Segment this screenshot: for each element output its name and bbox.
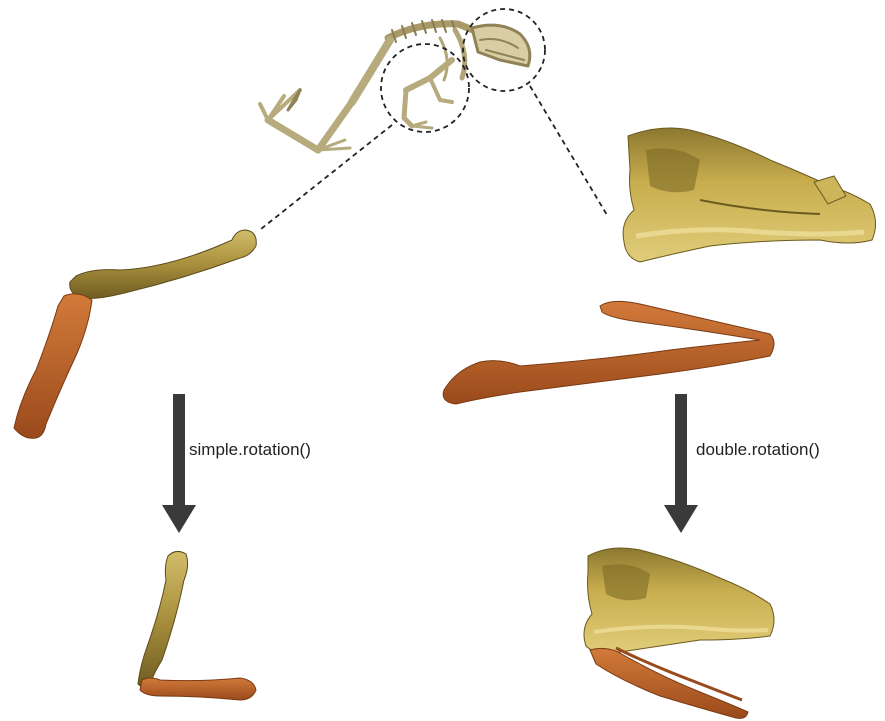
double-rotation-label: double.rotation(): [696, 440, 820, 460]
skeleton-illustration: [260, 20, 530, 150]
elbow-highlight-circle: [381, 44, 469, 132]
simple-rotation-label: simple.rotation(): [189, 440, 311, 460]
arm-before-rotation: [14, 230, 256, 438]
down-arrow-icon: [162, 394, 196, 533]
connector-lines: [261, 86, 607, 229]
connector-line-right: [530, 86, 607, 215]
mandible-before-rotation: [443, 301, 774, 404]
skull-before-rotation: [623, 128, 875, 262]
skull-after-rotation: [584, 548, 774, 718]
arm-after-rotation: [138, 551, 256, 700]
down-arrow-icon: [664, 394, 698, 533]
